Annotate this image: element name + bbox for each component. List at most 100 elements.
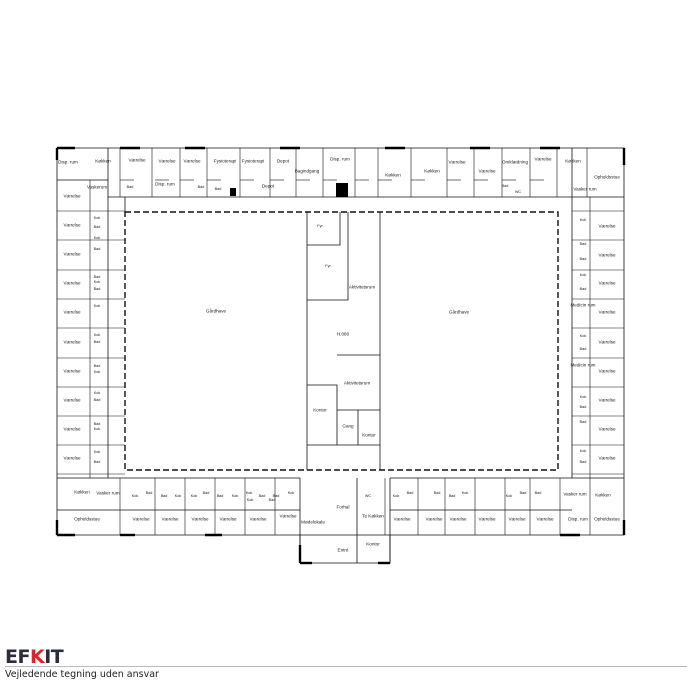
room-label-right-wing: Bad [579, 347, 587, 352]
room-label-left-wing: Kok [93, 304, 101, 309]
room-label-bottom-row: Kok [505, 494, 513, 499]
room-label-right-wing: Bad [579, 287, 587, 292]
room-label-center: Fyr [317, 224, 323, 229]
room-label-left-wing: Bad [93, 422, 101, 427]
room-label-top-row: Køkken [565, 158, 581, 164]
room-label-right-wing: Værelse [598, 252, 616, 258]
room-label-right-wing: Værelse [598, 309, 616, 315]
room-label-right-wing: Værelse [598, 339, 616, 345]
structural-walls [55, 146, 626, 565]
floor-plan [55, 146, 626, 565]
room-label-left-wing: Værelse [63, 368, 81, 374]
room-label-top-row: Opholdsstue [594, 174, 620, 180]
room-label-bottom-row: Bad [448, 494, 456, 499]
room-label-bottom-row: Værelse [132, 516, 150, 522]
room-label-bottom-row: Kok [392, 494, 400, 499]
room-label-right-wing: Værelse [598, 397, 616, 403]
room-label-top-row: Køkken [385, 172, 401, 178]
room-label-left-wing: Kok [93, 216, 101, 221]
walls [56, 147, 625, 564]
room-label-bottom-row: Værelse [161, 516, 179, 522]
room-label-bottom-row: Køkken [595, 492, 611, 498]
room-label-left-wing: Værelse [63, 397, 81, 403]
room-label-left-wing: Kok [93, 391, 101, 396]
room-label-bottom-row: Vasker rum [563, 491, 587, 497]
room-label-top-row: Bad [501, 184, 509, 189]
room-label-bottom-row: Kok [287, 491, 295, 496]
room-label-bottom-row: WC [364, 494, 372, 499]
room-label-left-wing: Kok [93, 370, 101, 375]
room-label-top-row: Depot [261, 183, 275, 189]
room-label-bottom-row: Bad [160, 494, 168, 499]
room-label-right-wing: Kok [579, 449, 587, 454]
column-block [230, 188, 236, 196]
room-label-bottom-row: Bad [268, 498, 276, 503]
room-label-top-row: Disp. rum [155, 181, 175, 187]
room-label-right-wing: Bad [579, 460, 587, 465]
room-label-left-wing: Værelse [63, 309, 81, 315]
logo-mark: K [29, 646, 45, 668]
room-label-bottom-row: Te Køkken [362, 513, 384, 519]
room-label-right-wing: Værelse [598, 455, 616, 461]
room-label-top-row: WC [514, 190, 522, 195]
room-label-bottom-row: Værelse [219, 516, 237, 522]
room-label-bottom-row: Kok [174, 494, 182, 499]
room-label-center: Gang [342, 423, 354, 429]
room-label-bottom-row: Kok [461, 491, 469, 496]
room-label-top-row: Depot [276, 158, 290, 164]
room-label-bottom-row: Bad [519, 491, 527, 496]
room-label-top-row: Vasker rum [573, 186, 597, 192]
room-label-right-wing: Kok [579, 395, 587, 400]
room-label-left-wing: Kok [93, 333, 101, 338]
room-label-top-row: Køkken [95, 158, 111, 164]
room-label-courtyards: Gårdhave [205, 308, 227, 314]
room-label-bottom-row: Bad [258, 494, 266, 499]
room-label-right-wing: Kok [579, 218, 587, 223]
room-label-left-wing: Værelse [63, 280, 81, 286]
room-label-bottom-row: Værelse [249, 516, 267, 522]
room-label-bottom-row: Bad [433, 491, 441, 496]
room-label-left-wing: Bad [93, 460, 101, 465]
room-label-bottom-row: Forhal [336, 504, 350, 510]
room-label-bottom-row: Opholdsstue [594, 516, 620, 522]
room-label-top-row: Disp. rum [58, 159, 78, 165]
room-label-bottom-row: Bad [272, 494, 280, 499]
room-label-left-wing: Værelse [63, 426, 81, 432]
room-label-top-row: Værelse [128, 157, 146, 163]
room-label-left-wing: Bad [93, 364, 101, 369]
efkit-logo: EFKIT [5, 646, 64, 668]
room-label-left-wing: Værelse [63, 455, 81, 461]
room-label-bottom-row: Bad [202, 491, 210, 496]
room-label-center: Kontor [362, 432, 376, 438]
room-label-bottom-row: Bad [534, 491, 542, 496]
room-label-bottom-row: Værelse [425, 516, 443, 522]
room-label-top-row: Værelse [158, 158, 176, 164]
room-label-bottom-row: Bad [145, 491, 153, 496]
room-label-left-wing: Bad [93, 225, 101, 230]
divider [5, 666, 687, 667]
room-label-top-row: Køkken [424, 168, 440, 174]
room-label-top-row: Bad [197, 185, 205, 190]
room-label-bottom-row: Kok [190, 494, 198, 499]
room-label-right-wing: Medicin rum [570, 362, 596, 368]
room-label-left-wing: Bad [93, 275, 101, 280]
room-label-top-row: Bagindgang [294, 168, 320, 174]
room-label-top-row: Bad [214, 187, 222, 192]
room-label-bottom-row: Mødelokale [301, 519, 325, 525]
room-label-bottom-row: Værelse [191, 516, 209, 522]
room-label-bottom-row: Bad [406, 491, 414, 496]
room-label-left-wing: Værelse [63, 339, 81, 345]
room-label-center: H.080 [336, 331, 350, 337]
room-label-left-wing: Bad [93, 340, 101, 345]
room-label-right-wing: Værelse [598, 368, 616, 374]
room-label-top-row: Bad [126, 185, 134, 190]
room-label-left-wing: Bad [93, 247, 101, 252]
room-label-bottom-row: Entré [337, 547, 349, 553]
room-label-right-wing: Bad [579, 420, 587, 425]
room-label-left-wing: Værelse [63, 193, 81, 199]
room-label-right-wing: Værelse [598, 426, 616, 432]
logo-text-right: IT [44, 646, 64, 668]
room-label-right-wing: Kok [579, 273, 587, 278]
room-label-left-wing: Bad [93, 287, 101, 292]
room-label-top-row: Værelse [534, 156, 552, 162]
